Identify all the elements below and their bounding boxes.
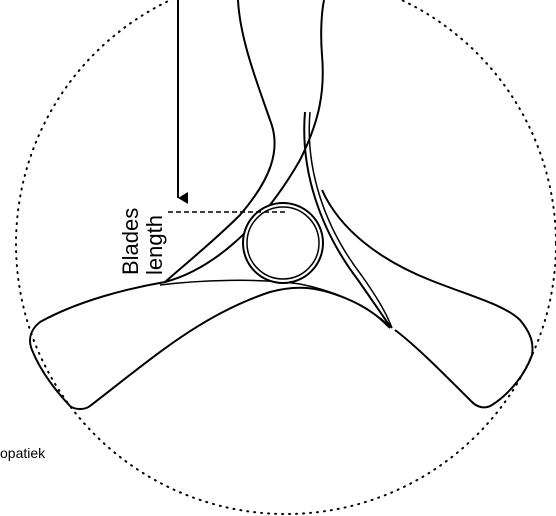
- hub-outer: [242, 202, 324, 284]
- top-blade: [164, 0, 325, 283]
- blades-label: Blades: [118, 208, 143, 275]
- top-blade-inner-edge: [303, 111, 391, 327]
- left-blade: [29, 281, 391, 410]
- blade-sweep-circle: [15, 0, 556, 515]
- length-label: length: [142, 215, 167, 275]
- top-blade-inner-edge-2: [308, 111, 393, 329]
- right-blade: [321, 189, 534, 409]
- hub-inner: [246, 206, 320, 280]
- watermark-text: opatiek: [0, 445, 46, 461]
- left-blade-upper-edge: [159, 279, 393, 329]
